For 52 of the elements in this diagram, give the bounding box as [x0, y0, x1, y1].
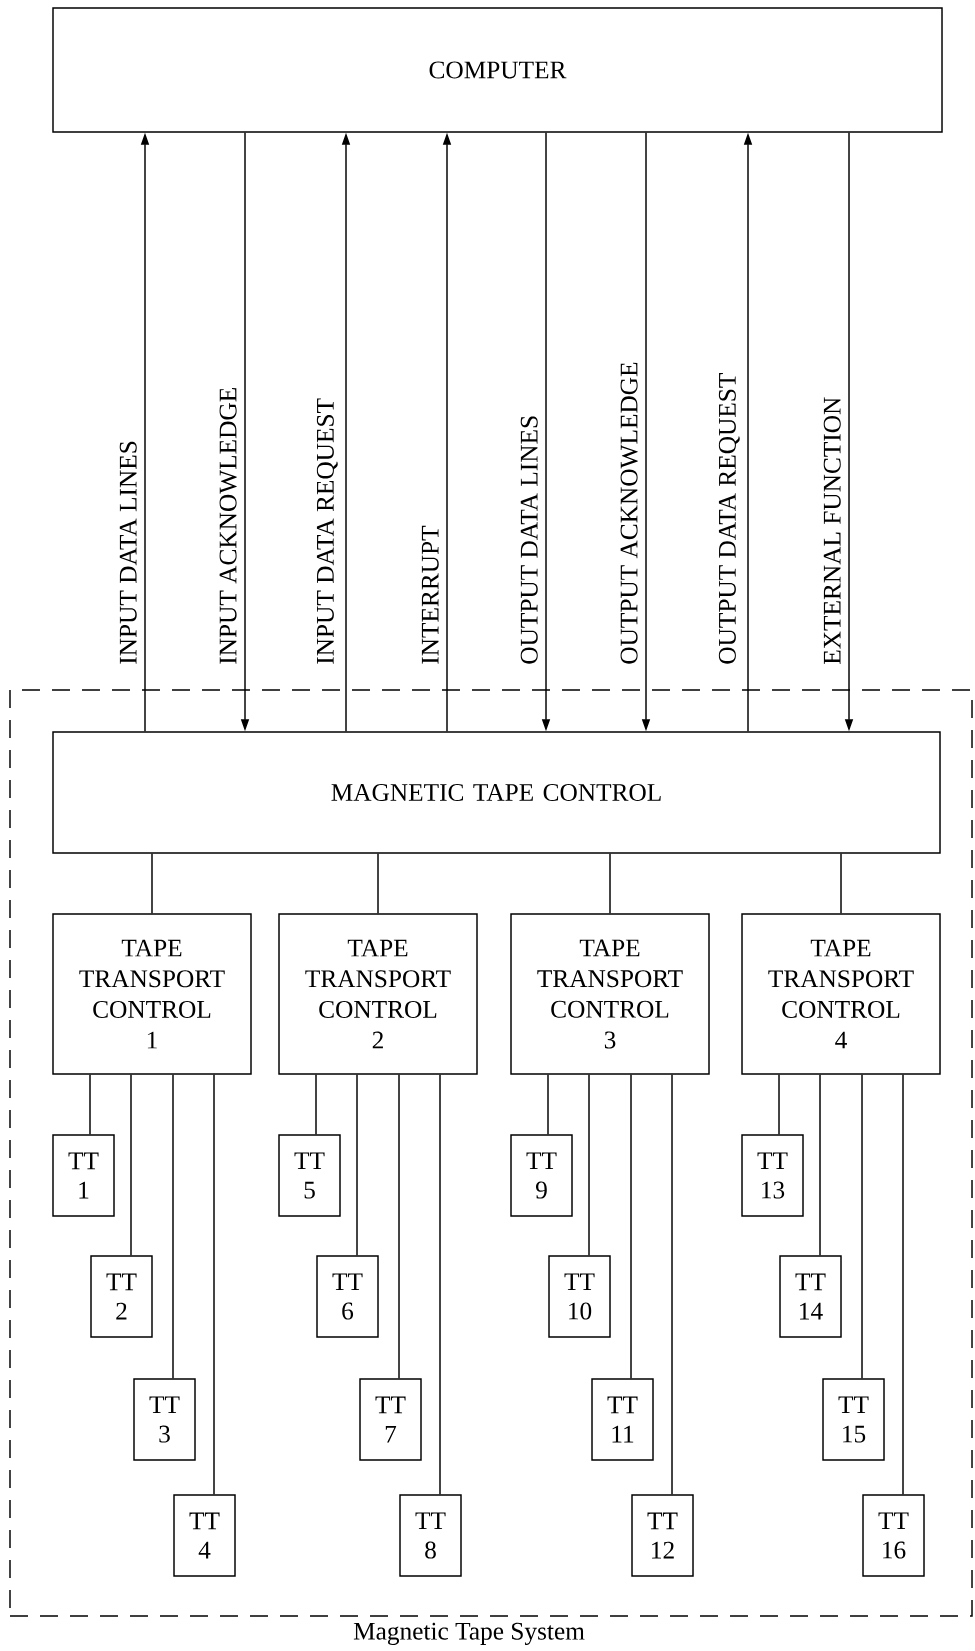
connector-line — [609, 853, 611, 914]
edge-label: INPUT ACKNOWLEDGE — [219, 388, 237, 664]
tape-transport-box: TT 14 — [779, 1255, 842, 1338]
connector-line — [130, 1074, 132, 1256]
connector-line — [315, 1074, 317, 1135]
tape-transport-box: TT 7 — [359, 1378, 422, 1461]
transport-control-box: TAPE TRANSPORT CONTROL 2 — [278, 913, 478, 1075]
dashed-boundary — [9, 689, 973, 1645]
connector-line — [398, 1074, 400, 1379]
edge-label: INPUT DATA REQUEST — [316, 398, 338, 664]
connector-line — [213, 1074, 215, 1495]
connector-line — [377, 853, 379, 914]
tape-transport-box: TT 13 — [741, 1134, 804, 1217]
tape-transport-box: TT 2 — [90, 1255, 153, 1338]
connector-line — [819, 1074, 821, 1256]
tape-transport-box: TT 5 — [278, 1134, 341, 1217]
computer-box: COMPUTER — [52, 7, 943, 133]
tape-transport-box: TT 6 — [316, 1255, 379, 1338]
tape-transport-box: TT 10 — [548, 1255, 611, 1338]
connector-line — [151, 853, 153, 914]
edge-label: OUTPUT DATA LINES — [520, 416, 538, 664]
edge-label: OUTPUT ACKNOWLEDGE — [620, 362, 638, 664]
tape-transport-box: TT 4 — [173, 1494, 236, 1577]
edge-label: INPUT DATA LINES — [119, 441, 137, 664]
tape-transport-box: TT 1 — [52, 1134, 115, 1217]
tape-transport-box: TT 9 — [510, 1134, 573, 1217]
connector-line — [89, 1074, 91, 1135]
transport-control-box: TAPE TRANSPORT CONTROL 4 — [741, 913, 941, 1075]
connector-line — [588, 1074, 590, 1256]
edge-label: EXTERNAL FUNCTION — [823, 397, 841, 664]
tape-transport-box: TT 15 — [822, 1378, 885, 1461]
connector-line — [671, 1074, 673, 1495]
connector-line — [902, 1074, 904, 1495]
connector-line — [778, 1074, 780, 1135]
connector-line — [630, 1074, 632, 1379]
transport-control-box: TAPE TRANSPORT CONTROL 1 — [52, 913, 252, 1075]
tape-transport-box: TT 11 — [591, 1378, 654, 1461]
connector-line — [840, 853, 842, 914]
connector-line — [861, 1074, 863, 1379]
boundary-label: Magnetic Tape System — [353, 1622, 585, 1645]
connector-line — [547, 1074, 549, 1135]
transport-control-box: TAPE TRANSPORT CONTROL 3 — [510, 913, 710, 1075]
tape-transport-box: TT 12 — [631, 1494, 694, 1577]
connector-line — [356, 1074, 358, 1256]
tape-transport-box: TT 8 — [399, 1494, 462, 1577]
edge-label: OUTPUT DATA REQUEST — [718, 373, 740, 664]
connector-line — [172, 1074, 174, 1379]
edge-label: INTERRUPT — [421, 525, 439, 664]
tape-transport-box: TT 3 — [133, 1378, 196, 1461]
connector-line — [439, 1074, 441, 1495]
control-box: MAGNETIC TAPE CONTROL — [52, 731, 941, 854]
tape-transport-box: TT 16 — [862, 1494, 925, 1577]
